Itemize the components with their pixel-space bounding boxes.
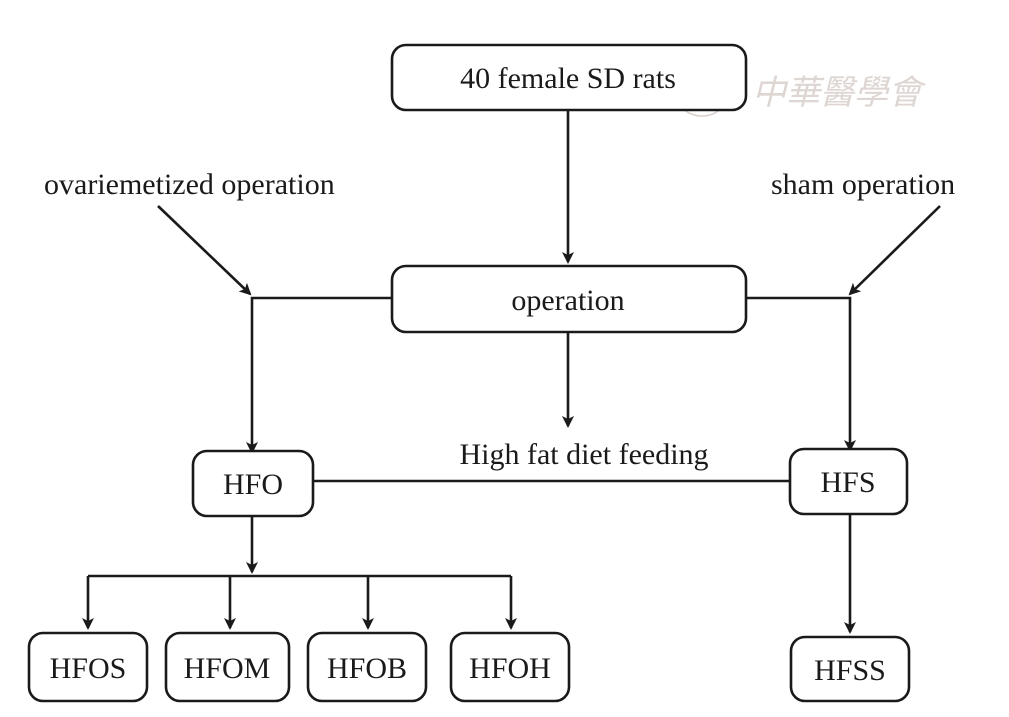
label-sham: sham operation (771, 168, 955, 201)
node-hfoh: HFOH (449, 631, 571, 703)
node-hfom: HFOM (164, 631, 291, 703)
arrow-ovariectomy-input (157, 205, 252, 296)
label-ovariectomy: ovariemetized operation (44, 168, 335, 201)
node-top-label: 40 female SD rats (460, 62, 676, 95)
node-hfss-label: HFSS (814, 654, 886, 687)
arrow-operation-to-hfs (745, 296, 856, 452)
arrow-operation-to-hfo (246, 296, 392, 454)
arrow-sham-input (848, 205, 941, 296)
node-hfom-label: HFOM (184, 652, 271, 685)
connectors (82, 110, 941, 634)
node-hfss: HFSS (789, 635, 911, 703)
watermark-logo: 中華醫學會 (673, 59, 927, 117)
node-hfo: HFO (191, 449, 315, 518)
node-hfob-label: HFOB (327, 652, 407, 685)
node-hfs-label: HFS (820, 466, 875, 499)
node-top: 40 female SD rats (390, 43, 748, 112)
node-hfo-label: HFO (223, 468, 283, 501)
node-hfoh-label: HFOH (469, 652, 551, 685)
node-hfob: HFOB (306, 631, 428, 703)
node-operation: operation (390, 264, 748, 334)
node-hfos: HFOS (27, 631, 149, 703)
node-operation-label: operation (511, 284, 624, 317)
node-hfs: HFS (788, 447, 909, 516)
label-diet: High fat diet feeding (459, 438, 708, 471)
watermark-text: 中華醫學會 (752, 73, 927, 113)
node-hfos-label: HFOS (50, 652, 127, 685)
